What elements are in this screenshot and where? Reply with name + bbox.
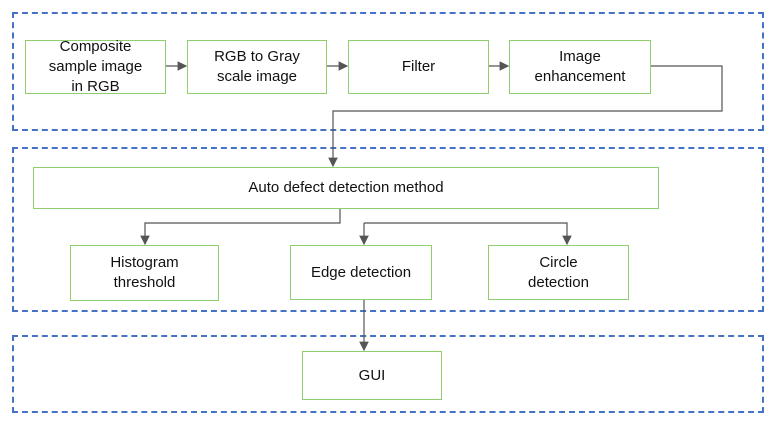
image-enhancement-box: Image enhancement	[509, 40, 651, 94]
circle-detection-box: Circle detection	[488, 245, 629, 300]
edge-detection-box: Edge detection	[290, 245, 432, 300]
branch-to-histogram	[140, 209, 341, 246]
composite-image-box: Composite sample image in RGB	[25, 38, 166, 95]
branch-to-circle	[364, 222, 572, 246]
filter-box: Filter	[348, 40, 489, 94]
image-enhancement-label: Image enhancement	[534, 48, 626, 85]
rgb-to-gray-label: RGB to Gray scale image	[214, 48, 300, 85]
edge-detection-label: Edge detection	[310, 263, 412, 281]
histogram-threshold-label: Histogram threshold	[110, 254, 179, 291]
auto-defect-detection-label: Auto defect detection method	[248, 179, 444, 196]
auto-defect-detection-box: Auto defect detection method	[33, 167, 659, 209]
detection-stage-frame	[12, 147, 764, 312]
preprocessing-stage-frame	[12, 12, 764, 131]
arrow-enhancement-to-method	[328, 65, 723, 168]
gui-label: GUI	[358, 366, 386, 384]
output-stage-frame	[12, 335, 764, 413]
gui-box: GUI	[302, 351, 442, 400]
filter-label: Filter	[401, 58, 436, 75]
rgb-to-gray-box: RGB to Gray scale image	[187, 40, 327, 94]
circle-detection-label: Circle detection	[528, 253, 589, 291]
composite-image-label: Composite sample image in RGB	[48, 38, 143, 95]
histogram-threshold-box: Histogram threshold	[70, 245, 219, 301]
